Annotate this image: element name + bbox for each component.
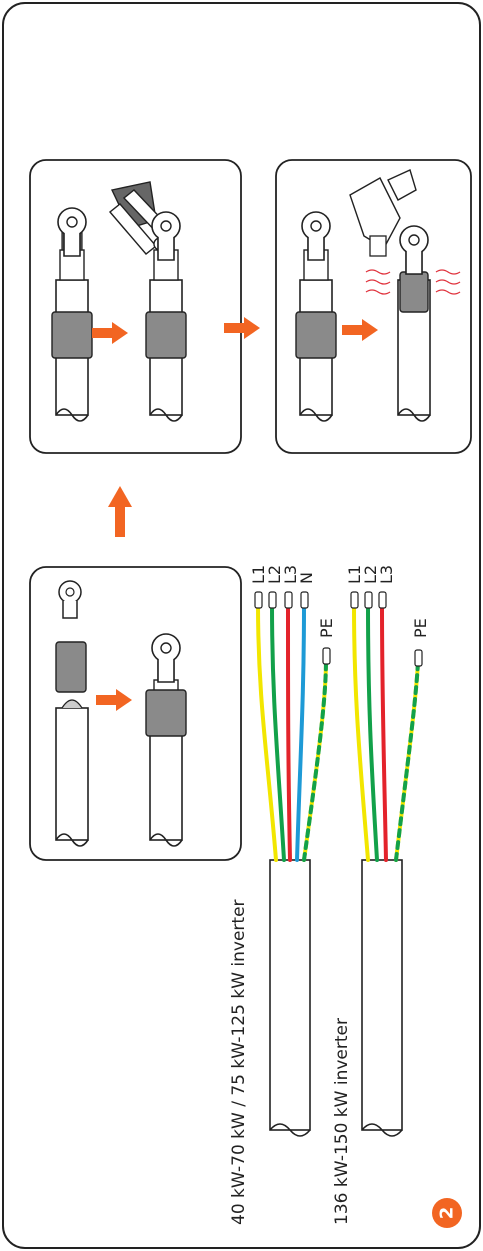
cable-diagram-1: L1 L2 L3 N PE 40 kW-70 kW / 75 kW-125 kW… xyxy=(229,565,336,1225)
stripped-cable-with-lug xyxy=(51,207,93,422)
heat-shrink-step-box xyxy=(275,159,472,454)
conductor-label-l1: L1 xyxy=(345,565,364,584)
ring-terminal-icon xyxy=(58,580,82,619)
arrow-up-icon xyxy=(108,486,132,537)
bare-cable xyxy=(55,699,89,847)
crimped-cable xyxy=(145,211,187,422)
heat-waves-icon xyxy=(365,269,461,295)
cable-caption-1: 40 kW-70 kW / 75 kW-125 kW inverter xyxy=(229,899,249,1225)
conductor-label-l2: L2 xyxy=(265,565,284,584)
cable-diagram-2: L1 L2 L3 PE 136 kW-150 kW inverter xyxy=(332,565,430,1225)
step-number: 2 xyxy=(437,1207,458,1220)
conductor-label-l3: L3 xyxy=(281,565,300,584)
step-number-badge: 2 xyxy=(432,1198,462,1228)
conductor-label-n: N xyxy=(297,572,316,584)
heat-shrink-sleeve xyxy=(55,641,87,693)
conductor-label-l3: L3 xyxy=(377,565,396,584)
heat-gun-icon xyxy=(349,169,417,257)
conductor-label-pe: PE xyxy=(317,618,336,638)
assembled-cable xyxy=(145,633,187,847)
cable-before-shrink xyxy=(295,211,337,422)
components-step-box xyxy=(29,566,242,861)
crimp-step-box xyxy=(29,159,242,454)
conductor-label-l2: L2 xyxy=(361,565,380,584)
conductor-label-l1: L1 xyxy=(249,565,268,584)
cable-caption-2: 136 kW-150 kW inverter xyxy=(332,1018,352,1225)
shrunk-cable xyxy=(397,225,431,422)
conductor-label-pe: PE xyxy=(411,618,430,638)
